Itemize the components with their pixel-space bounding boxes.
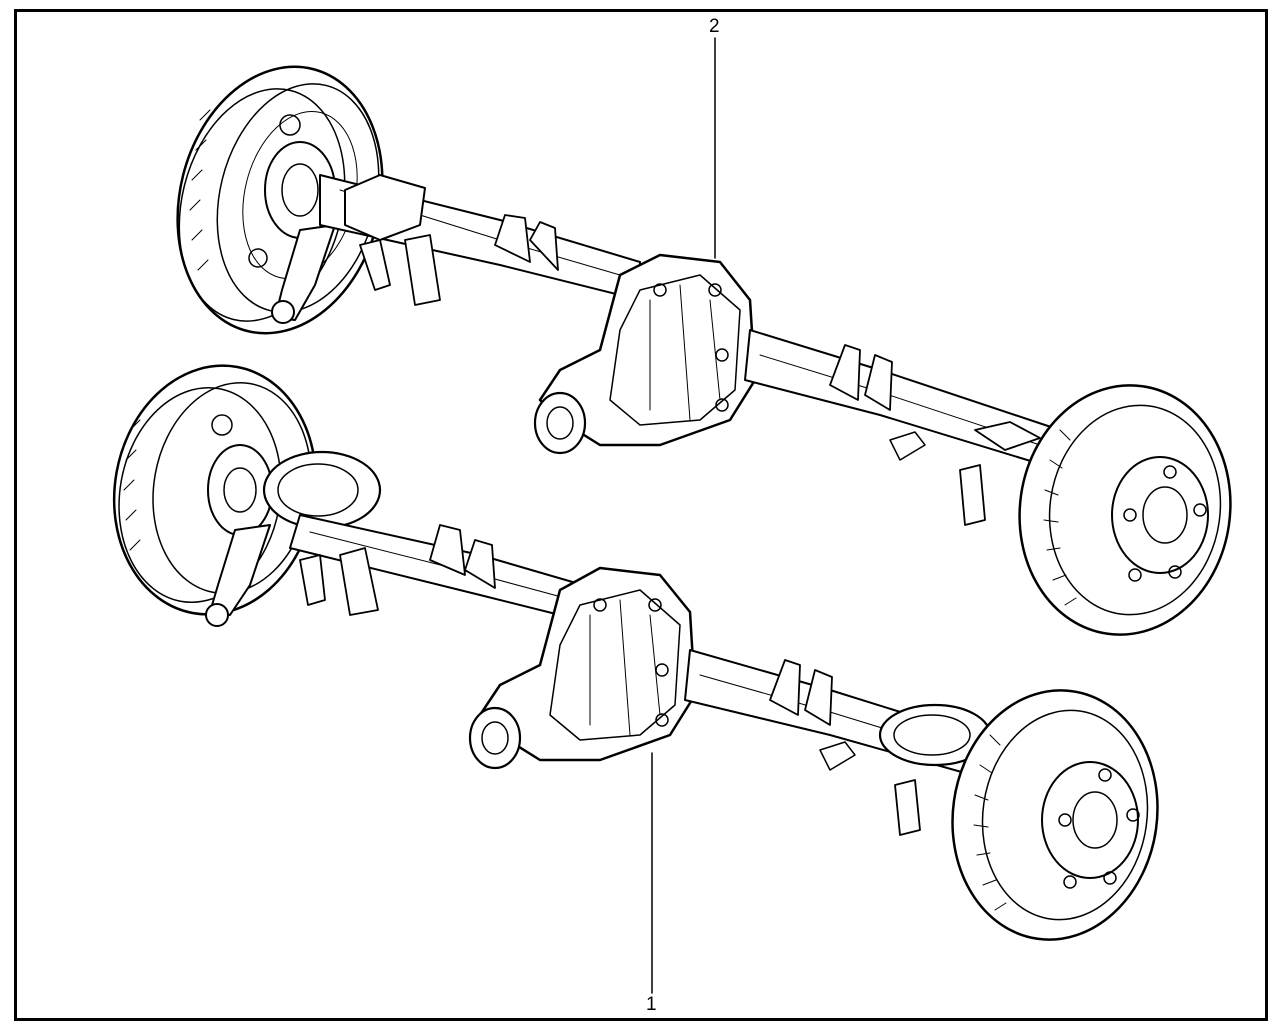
rear-axle-assembly-1: [112, 364, 1159, 941]
callout-2-label: 2: [709, 16, 720, 37]
right-brake-drum-2: [1018, 384, 1232, 636]
diagram-frame: [14, 9, 1268, 1021]
rear-axle-assembly-2: [176, 65, 1232, 636]
callout-1-label: 1: [646, 994, 657, 1015]
right-brake-drum-1: [951, 689, 1159, 941]
